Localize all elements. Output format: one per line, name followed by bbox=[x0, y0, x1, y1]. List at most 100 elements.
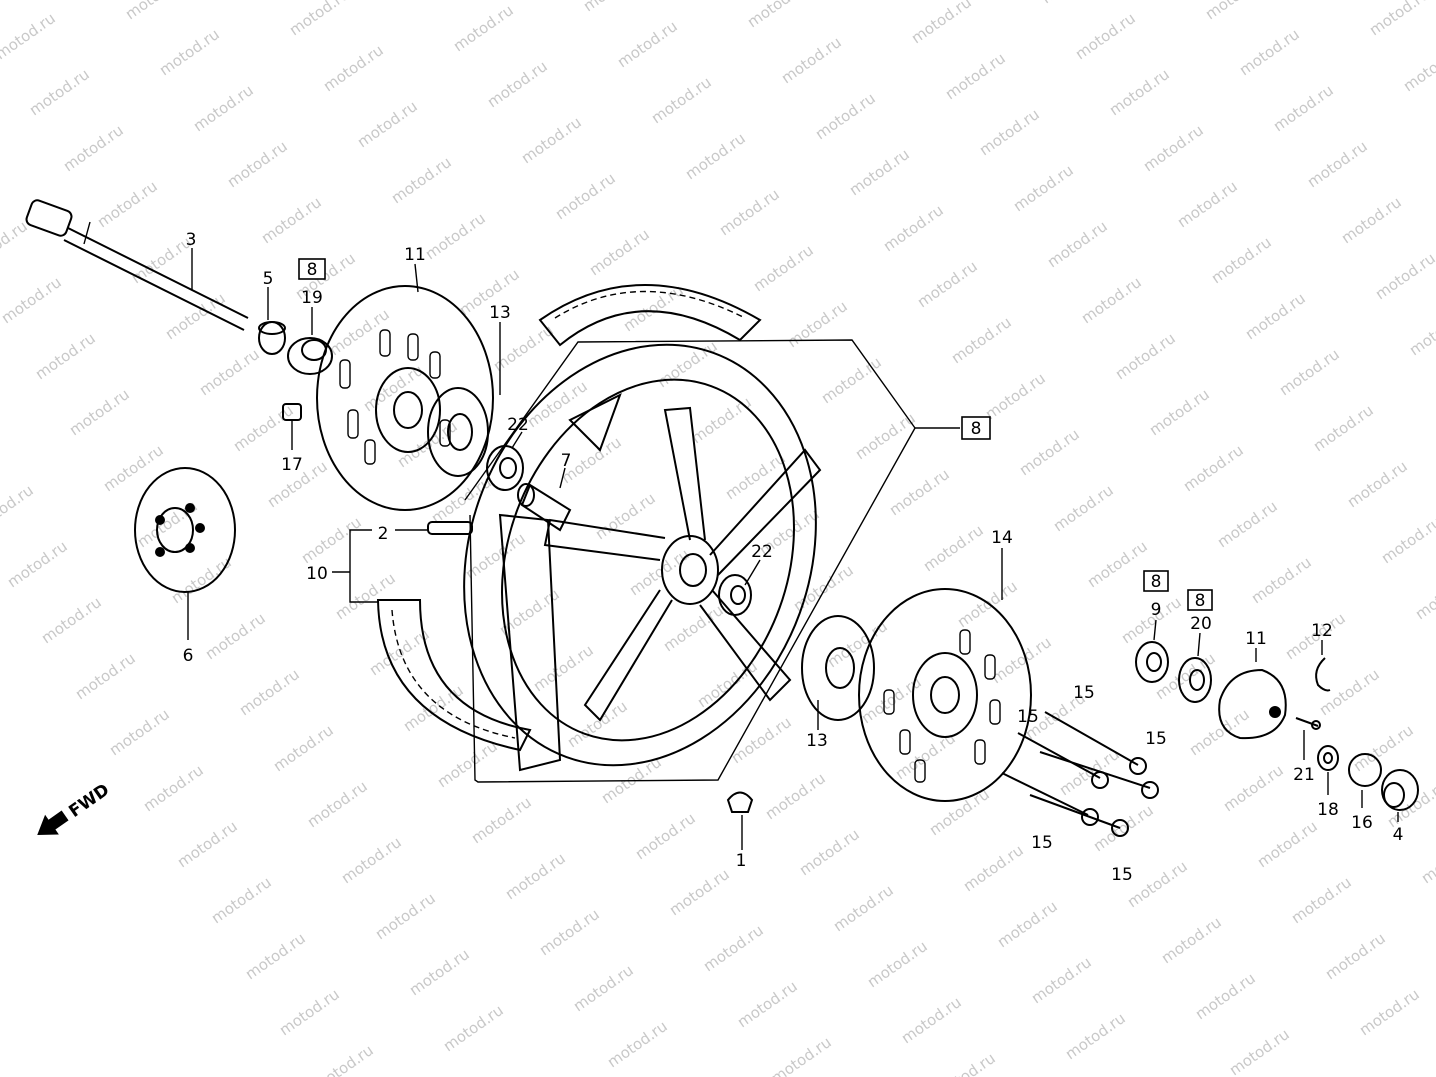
callout-12: 12 bbox=[1311, 621, 1333, 641]
watermark-text: motod.ru bbox=[26, 65, 93, 119]
watermark-text: motod.ru bbox=[208, 873, 275, 927]
watermark-text: motod.ru bbox=[406, 945, 473, 999]
watermark-text: motod.ru bbox=[1356, 985, 1423, 1039]
snap-ring bbox=[1315, 657, 1331, 692]
watermark-text: motod.ru bbox=[818, 353, 885, 407]
watermark-text: motod.ru bbox=[422, 209, 489, 263]
watermark-text: motod.ru bbox=[0, 425, 3, 479]
watermark-text: motod.ru bbox=[38, 593, 105, 647]
boxed-callout-8-main: 8 bbox=[961, 416, 991, 440]
watermark-text: motod.ru bbox=[1288, 873, 1355, 927]
callout-label: 8 bbox=[307, 260, 318, 280]
bearing-hub-right bbox=[718, 574, 752, 616]
watermark-text: motod.ru bbox=[1038, 0, 1105, 7]
watermark-text: motod.ru bbox=[4, 537, 71, 591]
watermark-text: motod.ru bbox=[744, 0, 811, 31]
watermark-text: motod.ru bbox=[1112, 329, 1179, 383]
watermark-text: motod.ru bbox=[1152, 649, 1219, 703]
boxed-callout-8-right-b: 8 bbox=[1187, 589, 1213, 611]
disc-bolts bbox=[1001, 711, 1159, 837]
watermark-text: motod.ru bbox=[682, 129, 749, 183]
watermark-text: motod.ru bbox=[768, 1033, 835, 1077]
watermark-text: motod.ru bbox=[988, 633, 1055, 687]
watermark-text: motod.ru bbox=[852, 409, 919, 463]
watermark-text: motod.ru bbox=[338, 833, 405, 887]
watermark-text: motod.ru bbox=[388, 153, 455, 207]
watermark-text: motod.ru bbox=[614, 17, 681, 71]
watermark-text: motod.ru bbox=[1050, 481, 1117, 535]
watermark-text: motod.ru bbox=[286, 0, 353, 39]
watermark-text: motod.ru bbox=[1418, 833, 1436, 887]
callout-6: 6 bbox=[183, 646, 194, 666]
valve-cap bbox=[726, 791, 754, 813]
watermark-text: motod.ru bbox=[434, 737, 501, 791]
watermark-text: motod.ru bbox=[926, 785, 993, 839]
callout-13-bottom: 13 bbox=[806, 731, 828, 751]
watermark-text: motod.ru bbox=[570, 961, 637, 1015]
watermark-text: motod.ru bbox=[932, 1049, 999, 1077]
watermark-text: motod.ru bbox=[320, 41, 387, 95]
watermark-text: motod.ru bbox=[942, 49, 1009, 103]
watermark-text: motod.ru bbox=[796, 825, 863, 879]
watermark-text: motod.ru bbox=[954, 577, 1021, 631]
watermark-text: motod.ru bbox=[236, 665, 303, 719]
watermark-text: motod.ru bbox=[716, 185, 783, 239]
watermark-text: motod.ru bbox=[1028, 953, 1095, 1007]
callout-1: 1 bbox=[736, 851, 747, 871]
watermark-text: motod.ru bbox=[428, 473, 495, 527]
watermark-text: motod.ru bbox=[72, 649, 139, 703]
watermark-text: motod.ru bbox=[270, 721, 337, 775]
watermark-text: motod.ru bbox=[1078, 273, 1145, 327]
callout-22-top: 22 bbox=[507, 415, 529, 435]
watermark-text: motod.ru bbox=[60, 121, 127, 175]
washer bbox=[1317, 745, 1339, 771]
watermark-text: motod.ru bbox=[1350, 721, 1417, 775]
callout-17: 17 bbox=[281, 455, 303, 475]
watermark-text: motod.ru bbox=[190, 81, 257, 135]
watermark-text: motod.ru bbox=[468, 793, 535, 847]
watermark-text: motod.ru bbox=[174, 817, 241, 871]
watermark-text: motod.ru bbox=[304, 777, 371, 831]
watermark-text: motod.ru bbox=[1316, 665, 1383, 719]
watermark-text: motod.ru bbox=[886, 465, 953, 519]
callout-3: 3 bbox=[186, 230, 197, 250]
watermark-text: motod.ru bbox=[230, 401, 297, 455]
callout-16: 16 bbox=[1351, 813, 1373, 833]
watermark-text: motod.ru bbox=[750, 241, 817, 295]
callout-10: 10 bbox=[306, 564, 328, 584]
callout-15-d: 15 bbox=[1031, 833, 1053, 853]
watermark-text: motod.ru bbox=[440, 1001, 507, 1055]
watermark-text: motod.ru bbox=[0, 217, 31, 271]
watermark-text: motod.ru bbox=[1242, 289, 1309, 343]
watermark-text: motod.ru bbox=[666, 865, 733, 919]
watermark-text: motod.ru bbox=[920, 521, 987, 575]
watermark-text: motod.ru bbox=[518, 113, 585, 167]
watermark-text: motod.ru bbox=[1010, 161, 1077, 215]
tire-lower-section bbox=[376, 599, 532, 752]
watermark-text: motod.ru bbox=[1124, 857, 1191, 911]
callout-18: 18 bbox=[1317, 800, 1339, 820]
watermark-text: motod.ru bbox=[484, 57, 551, 111]
watermark-text: motod.ru bbox=[1248, 553, 1315, 607]
callout-15-e: 15 bbox=[1111, 865, 1133, 885]
callout-19: 19 bbox=[301, 288, 323, 308]
watermark-text: motod.ru bbox=[1276, 345, 1343, 399]
disc-shim-left bbox=[427, 387, 489, 477]
watermark-text: motod.ru bbox=[106, 705, 173, 759]
boxed-callout-8-left: 8 bbox=[298, 258, 326, 280]
axle-nut bbox=[1348, 753, 1382, 787]
watermark-text: motod.ru bbox=[462, 529, 529, 583]
watermark-text: motod.ru bbox=[1202, 0, 1269, 23]
callout-7: 7 bbox=[561, 451, 572, 471]
valve-stem bbox=[427, 521, 473, 535]
watermark-text: motod.ru bbox=[586, 225, 653, 279]
watermark-text: motod.ru bbox=[1378, 513, 1436, 567]
watermark-text: motod.ru bbox=[728, 713, 795, 767]
watermark-text: motod.ru bbox=[1220, 761, 1287, 815]
callout-label: 8 bbox=[971, 419, 982, 439]
watermark-text: motod.ru bbox=[224, 137, 291, 191]
watermark-text: motod.ru bbox=[332, 569, 399, 623]
watermark-text: motod.ru bbox=[1270, 81, 1337, 135]
disc-shim-right bbox=[801, 615, 875, 721]
